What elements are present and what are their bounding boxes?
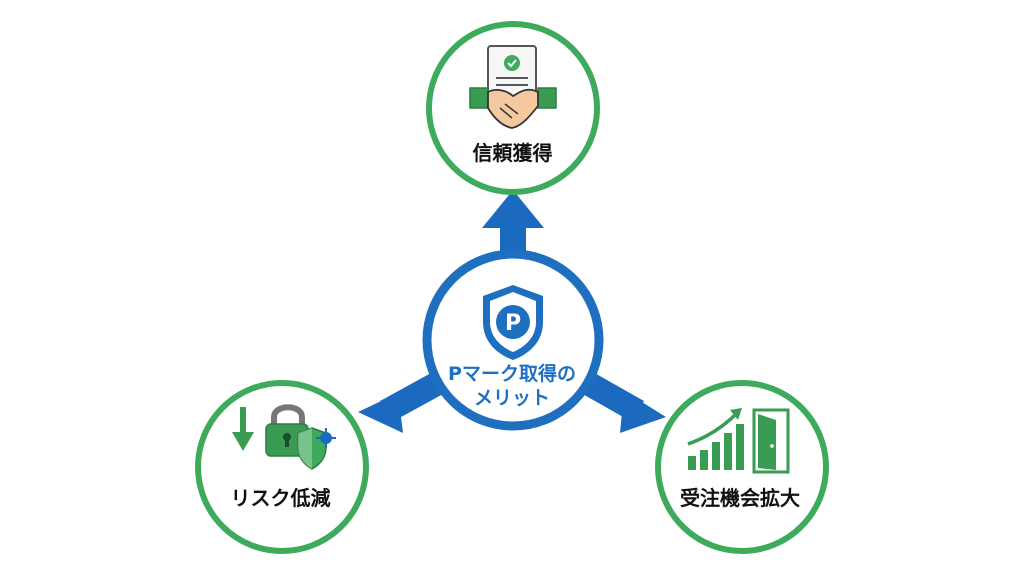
svg-text:P: P: [505, 311, 521, 336]
shield-p-icon: P: [483, 285, 543, 360]
node-label-risk-reduction: リスク低減: [230, 486, 331, 510]
center-title-line2: メリット: [473, 387, 550, 409]
center-title-line1: Pマーク取得の: [448, 363, 576, 385]
handshake-certificate-icon: [469, 45, 557, 129]
center-title: Pマーク取得の メリット: [432, 362, 592, 410]
node-label-trust: 信頼獲得: [472, 141, 553, 165]
node-label-order-expansion: 受注機会拡大: [680, 486, 800, 510]
lock-shield-down-arrow-icon: [232, 404, 336, 470]
growth-chart-door-icon: [687, 408, 790, 474]
